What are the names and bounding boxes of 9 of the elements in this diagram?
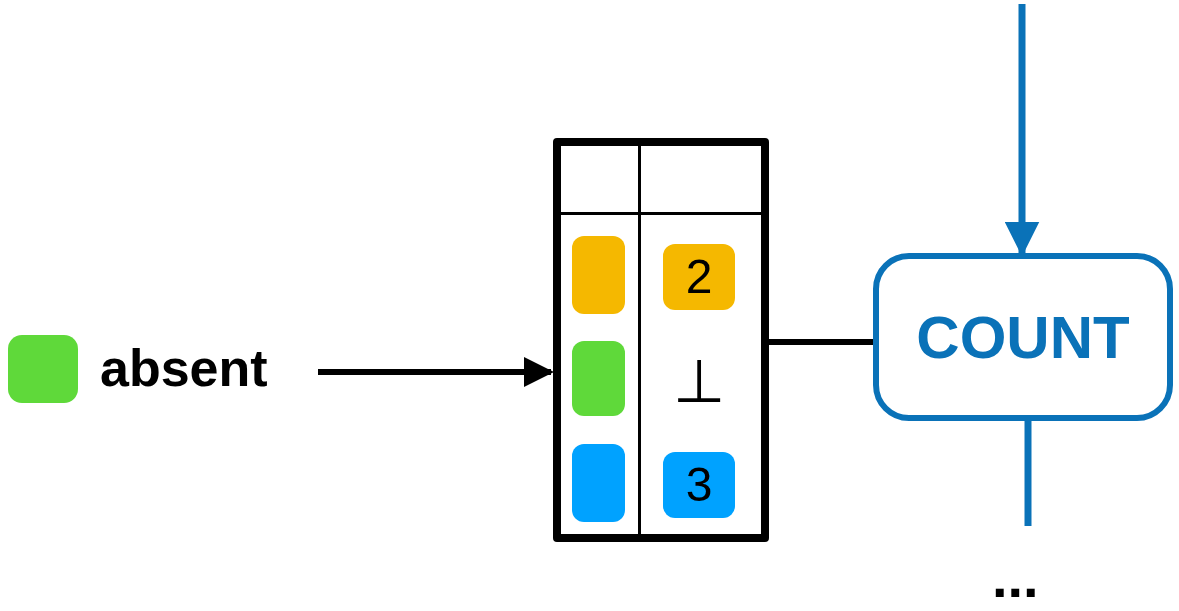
- arrow: [318, 357, 554, 387]
- bottom-symbol: ⊥: [672, 349, 726, 415]
- ellipsis-label: ...: [992, 548, 1039, 608]
- connector-line: [769, 339, 873, 345]
- table: [553, 138, 769, 542]
- operator-box: COUNT: [873, 253, 1173, 421]
- number-badge: 3: [663, 452, 735, 518]
- node-text: absent: [100, 338, 268, 399]
- number-badge: 2: [663, 244, 735, 310]
